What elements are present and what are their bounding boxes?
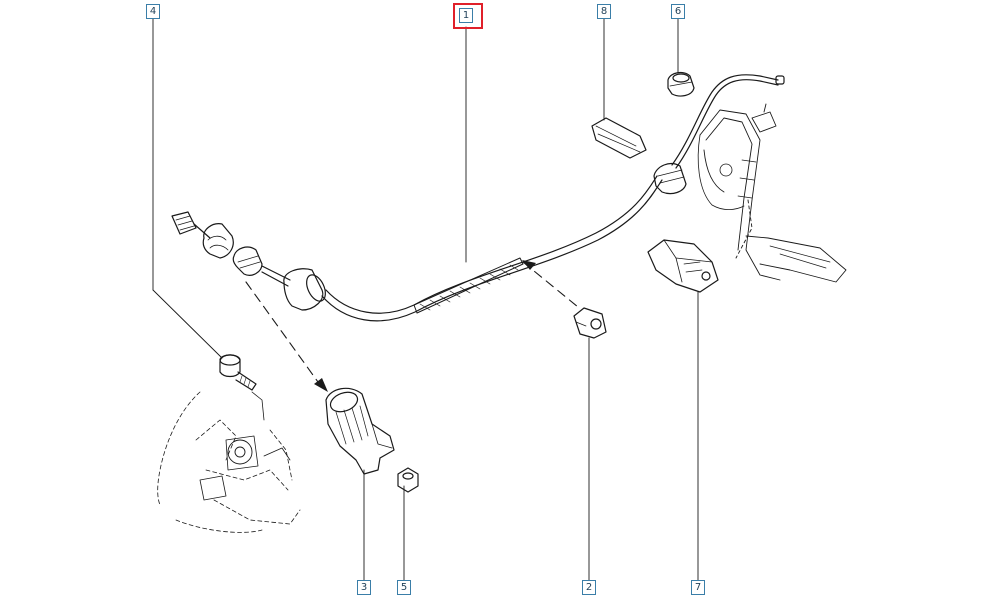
- gearbox-details: [199, 391, 291, 501]
- assembly-arrows: [245, 261, 579, 383]
- part-3-fork: [325, 387, 395, 475]
- callout-3: 3: [357, 580, 371, 595]
- clutch-cable: [321, 74, 785, 322]
- callout-4: 4: [146, 4, 160, 19]
- pedal-assembly: [697, 103, 847, 283]
- leader-lines: [152, 18, 699, 581]
- callout-8: 8: [597, 4, 611, 19]
- bulkhead-grommet: [653, 163, 687, 195]
- callout-7: 7: [691, 580, 705, 595]
- callout-6: 6: [671, 4, 685, 19]
- cable-end-fittings: [171, 211, 326, 311]
- part-4-bolt: [219, 354, 257, 391]
- callout-2: 2: [582, 580, 596, 595]
- part-6-grommet: [667, 71, 695, 97]
- part-7-bracket: [647, 239, 719, 293]
- part-2-clip: [573, 307, 607, 339]
- gearbox-housing: [157, 391, 301, 533]
- callout-1-highlight: [453, 3, 483, 29]
- arrow-heads: [314, 260, 536, 392]
- callout-1: 1: [459, 8, 473, 23]
- part-5-nut: [397, 467, 419, 493]
- callout-5: 5: [397, 580, 411, 595]
- part-8-pad: [591, 117, 647, 159]
